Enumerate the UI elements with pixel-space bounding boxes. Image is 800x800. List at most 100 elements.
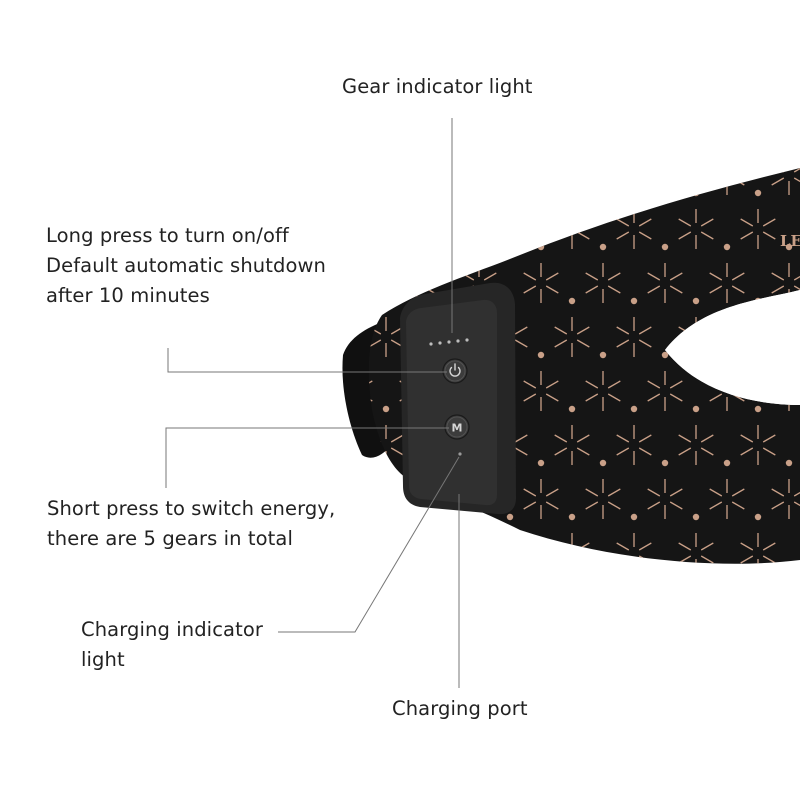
pattern-spoke (524, 597, 536, 604)
pattern-spoke (731, 272, 745, 281)
pattern-spoke (740, 555, 754, 564)
pattern-spoke (430, 555, 444, 564)
pattern-spoke (740, 447, 754, 456)
pattern-dot (723, 459, 731, 467)
pattern-spoke (762, 555, 776, 564)
leader-charging-indicator (278, 456, 460, 633)
callout-charging-port-text: Charging port (392, 697, 528, 720)
pattern-spoke (647, 488, 661, 497)
pattern-spoke (421, 168, 435, 173)
pattern-spoke (648, 597, 660, 604)
gear-indicator-light (429, 338, 469, 346)
pattern-spoke (545, 285, 559, 294)
pattern-spoke (514, 542, 528, 551)
pattern-spoke (585, 168, 599, 173)
pattern-spoke (484, 597, 496, 604)
pattern-spoke (648, 610, 660, 617)
pattern-spoke (740, 542, 754, 551)
pattern-spoke (585, 285, 599, 294)
pattern-spoke (762, 434, 776, 443)
pattern-spoke (400, 597, 412, 604)
pattern-spoke (669, 380, 683, 389)
pattern-spoke (554, 555, 568, 564)
pattern-spoke (368, 177, 373, 186)
pattern-dot (506, 513, 514, 521)
pattern-spoke (545, 488, 559, 497)
pattern-spoke (647, 380, 661, 389)
callout-charging-port: Charging port (392, 694, 528, 724)
pattern-spoke (709, 168, 723, 173)
pattern-spoke (338, 178, 350, 185)
pattern-spoke (608, 610, 620, 617)
pattern-dot (382, 405, 390, 413)
pattern-spoke (616, 231, 630, 240)
pattern-dot (630, 405, 638, 413)
pattern-spoke (740, 434, 754, 443)
pattern-spoke (576, 339, 590, 348)
pattern-spoke (483, 177, 497, 186)
pattern-spoke (545, 272, 559, 281)
pattern-spoke (669, 393, 683, 402)
pattern-spoke (368, 542, 382, 551)
pattern-spoke (492, 555, 506, 564)
power-button[interactable] (442, 358, 468, 384)
pattern-dot (537, 459, 545, 467)
pattern-spoke (638, 434, 652, 443)
pattern-spoke (793, 501, 800, 510)
pattern-dot (506, 189, 514, 197)
pattern-spoke (523, 501, 537, 510)
pattern-spoke (523, 285, 537, 294)
pattern-spoke (678, 218, 692, 227)
pattern-spoke (390, 231, 404, 240)
pattern-spoke (700, 434, 714, 443)
pattern-spoke (647, 393, 661, 402)
pattern-spoke (608, 597, 620, 604)
pattern-spoke (709, 488, 723, 497)
pattern-spoke (585, 380, 599, 389)
pattern-spoke (585, 177, 599, 186)
pattern-spoke (607, 501, 621, 510)
callout-mode-line-2: there are 5 gears in total (47, 527, 293, 550)
pattern-spoke (616, 434, 630, 443)
pattern-spoke (514, 339, 528, 348)
pattern-spoke (546, 610, 558, 617)
pattern-spoke (554, 447, 568, 456)
pattern-spoke (514, 447, 528, 456)
pattern-dot (754, 405, 762, 413)
pattern-spoke (338, 286, 350, 293)
callout-charging-indicator-line-1: Charging indicator (81, 618, 263, 641)
callout-mode-button: Short press to switch energy, there are … (47, 494, 335, 554)
pattern-dot (754, 513, 762, 521)
control-panel-face (406, 299, 497, 506)
pattern-spoke (771, 501, 785, 510)
pattern-dot (599, 459, 607, 467)
pattern-spoke (709, 272, 723, 281)
pattern-spoke (545, 177, 559, 186)
pattern-spoke (399, 177, 413, 186)
callout-power-line-2: Default automatic shutdown (46, 254, 326, 277)
pattern-spoke (669, 285, 683, 294)
pattern-spoke (421, 272, 435, 281)
pattern-spoke (670, 597, 682, 604)
pattern-dot (569, 622, 575, 628)
pattern-dot (382, 513, 390, 521)
pattern-spoke (492, 542, 506, 551)
charging-indicator-dot (458, 452, 462, 456)
pattern-spoke (523, 393, 537, 402)
callout-mode-line-1: Short press to switch energy, (47, 497, 336, 520)
pattern-dot (382, 297, 390, 305)
pattern-dot (599, 351, 607, 359)
mode-button[interactable]: M (444, 414, 470, 440)
pattern-spoke (647, 272, 661, 281)
pattern-spoke (638, 218, 652, 227)
mode-button-glyph: M (452, 422, 463, 435)
pattern-spoke (576, 326, 590, 335)
pattern-dot (537, 243, 545, 251)
pattern-spoke (338, 597, 350, 604)
pattern-spoke (422, 610, 434, 617)
pattern-spoke (709, 177, 723, 186)
pattern-spoke (669, 272, 683, 281)
pattern-spoke (793, 168, 800, 173)
pattern-spoke (400, 610, 412, 617)
